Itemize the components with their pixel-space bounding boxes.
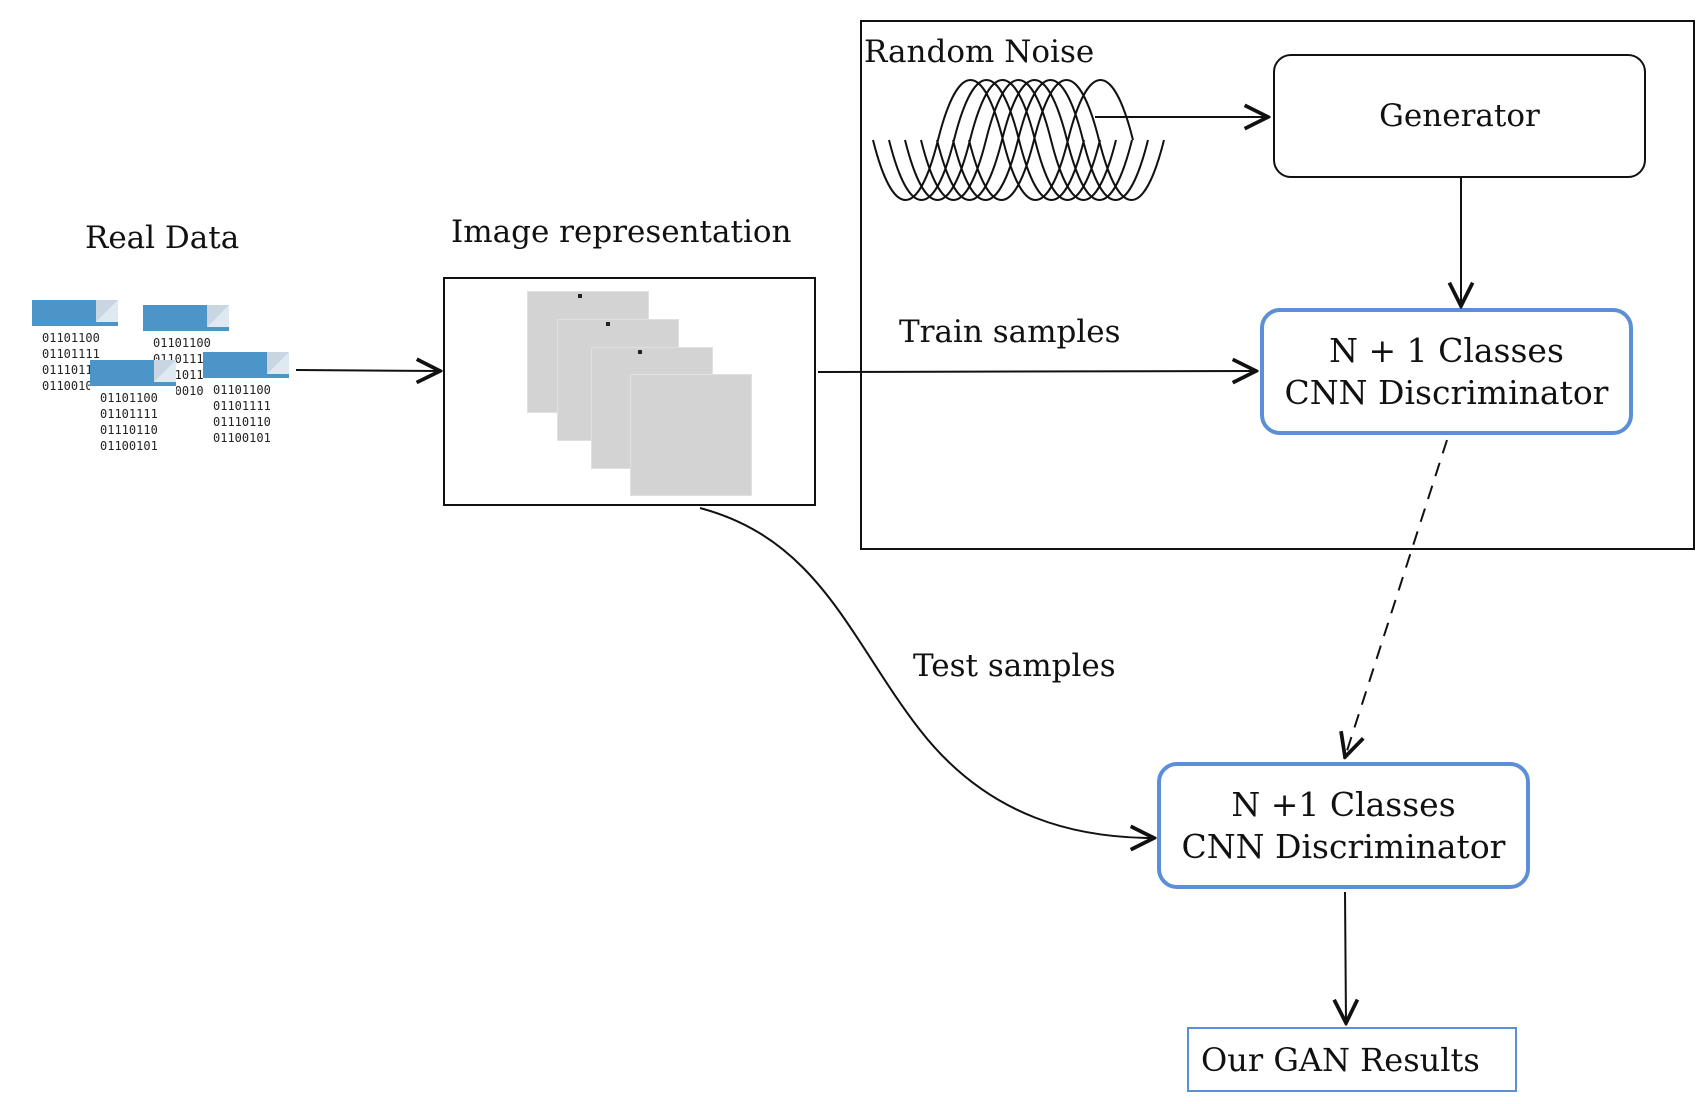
image-sheet [630,374,752,496]
discriminator-test-line2: CNN Discriminator [1181,826,1506,866]
train-samples-label: Train samples [899,314,1121,350]
discriminator-train-line2: CNN Discriminator [1284,372,1609,412]
gan-results-box: Our GAN Results [1187,1027,1517,1092]
test-samples-label: Test samples [913,648,1116,684]
random-noise-label: Random Noise [864,34,1095,70]
discriminator-test-line1: N +1 Classes [1231,784,1456,824]
generator-box: Generator [1273,54,1646,178]
cnn-discriminator-train: N + 1 Classes CNN Discriminator [1260,308,1633,435]
generator-label: Generator [1379,98,1540,134]
data-to-image-arrow [295,370,440,371]
discriminator-train-line1: N + 1 Classes [1329,330,1564,370]
image-representation-label: Image representation [451,214,792,250]
discriminator-to-results-arrow [1345,891,1346,1023]
image-representation-frame [443,277,816,506]
cnn-discriminator-test: N +1 Classes CNN Discriminator [1157,762,1530,889]
gan-results-label: Our GAN Results [1201,1040,1480,1079]
real-data-label: Real Data [85,220,240,256]
